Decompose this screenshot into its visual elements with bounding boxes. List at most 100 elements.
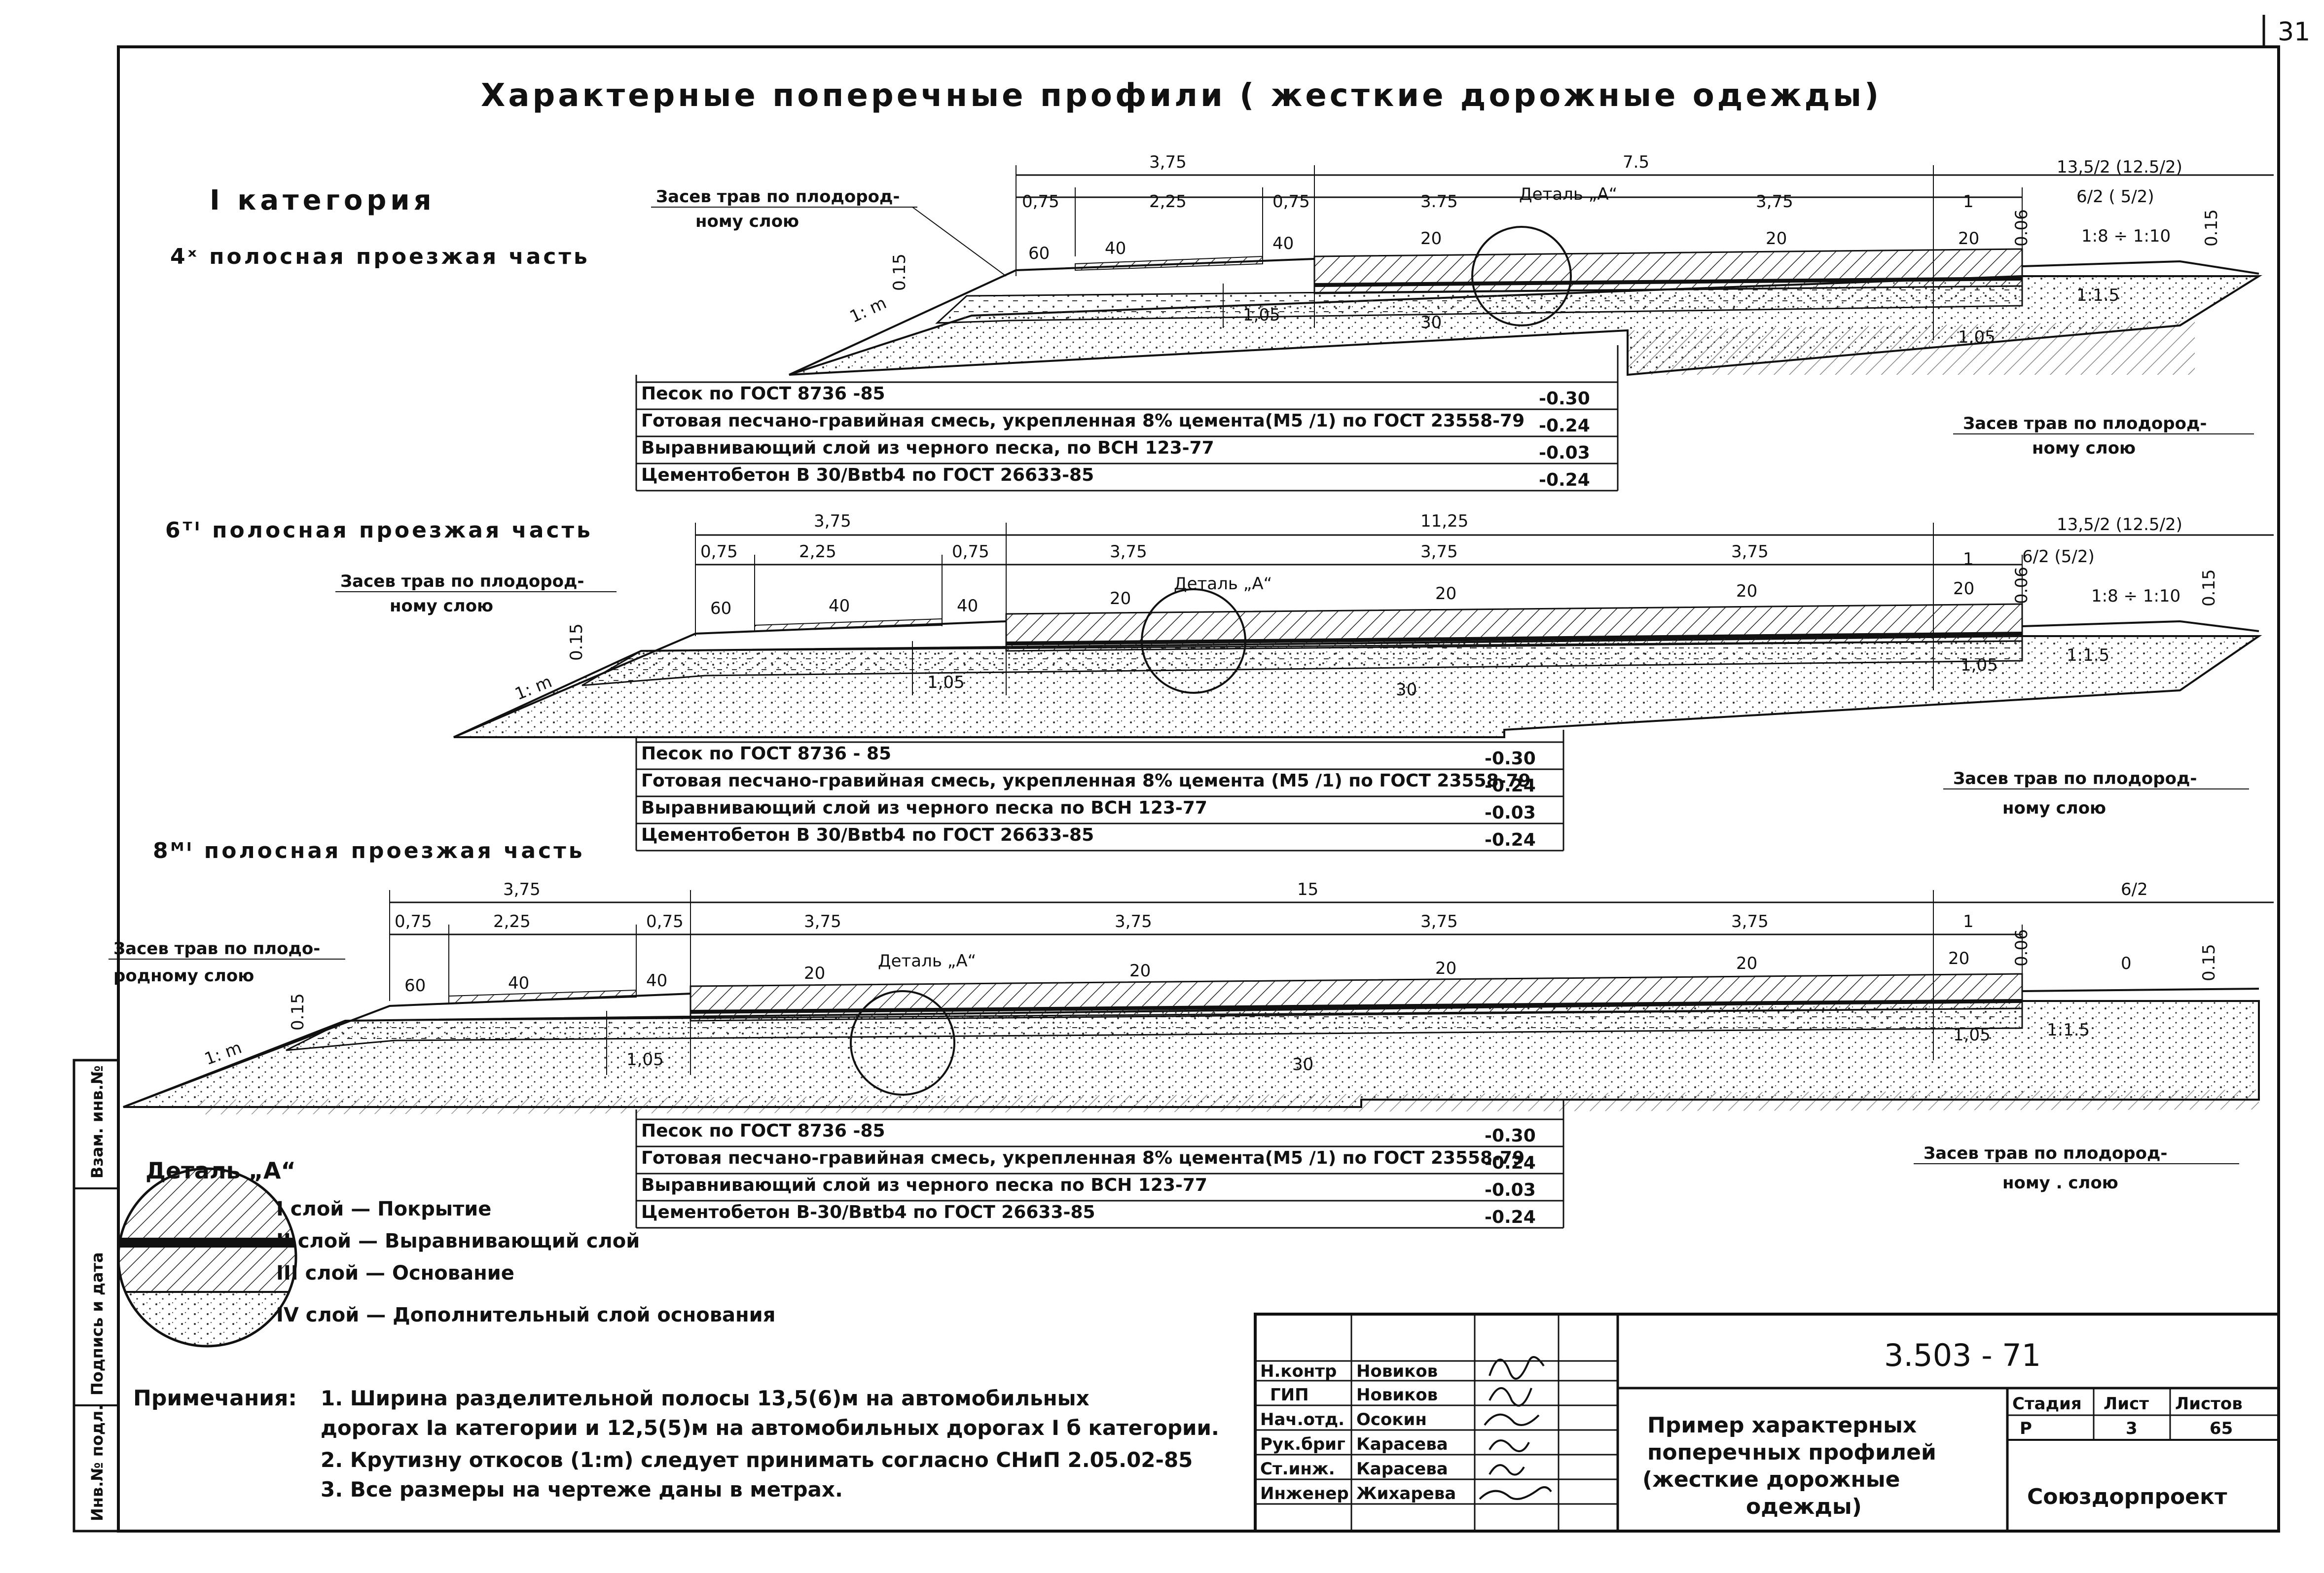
stamp-field: Инв.№ подл. <box>88 1405 107 1521</box>
dim-sub: 0,75 <box>646 912 684 931</box>
slope-label: 40 <box>508 973 529 993</box>
notes: Примечания: 1. Ширина разделительной пол… <box>133 1386 1219 1502</box>
depth-label: 1,05 <box>927 673 965 692</box>
sheet-frame <box>117 45 2280 1533</box>
layer-value: -0.24 <box>1539 470 1590 490</box>
title-block: Н.контр Новиков ГИП Новиков Нач.отд. Осо… <box>1254 1313 2280 1533</box>
leveling-layer <box>1006 632 2023 645</box>
detail-a-circle <box>850 990 955 1096</box>
dim-sub: 3,75 <box>1731 542 1769 562</box>
sheets-value: 65 <box>2210 1419 2233 1438</box>
sheet-value: 3 <box>2126 1419 2138 1438</box>
depth-label: 0.15 <box>2202 209 2221 247</box>
depth-label: 0.15 <box>890 253 909 291</box>
category-label: I категория <box>210 184 436 216</box>
slope-label: 20 <box>1110 589 1131 608</box>
layer-value: -0.30 <box>1485 749 1536 769</box>
sheet-title-line: (жесткие дорожные <box>1642 1467 1900 1492</box>
layer-name: Готовая песчано-гравийная смесь, укрепле… <box>641 411 1525 431</box>
slope-label: 40 <box>957 596 978 616</box>
layer-name: Выравнивающий слой из черного песка, по … <box>641 438 1214 458</box>
grass-note-left: ному слою <box>390 596 493 616</box>
sign-role: Н.контр <box>1260 1361 1337 1381</box>
slope-label: 20 <box>1435 959 1456 978</box>
slope-label: 20 <box>1766 229 1787 249</box>
depth-label: 1,05 <box>626 1050 664 1070</box>
slope-label: 20 <box>1736 954 1757 973</box>
signature-scribble <box>1484 1413 1540 1426</box>
sheet-header: Лист <box>2104 1394 2149 1414</box>
stage-header: Стадия <box>2012 1394 2082 1414</box>
dim-sub: 3.75 <box>1420 192 1458 212</box>
dim-top: 13,5/2 (12.5/2) <box>2057 157 2182 177</box>
dim-top: 7.5 <box>1623 152 1649 172</box>
sign-name: Новиков <box>1356 1361 1438 1381</box>
slope-label: 40 <box>1105 239 1126 258</box>
grass-note-right: ному . слою <box>2002 1173 2118 1193</box>
detail-layer: III слой — Основание <box>276 1262 514 1285</box>
grass-note-left: Засев трав по плодо- <box>113 939 320 959</box>
slope-label: 1:8 ÷ 1:10 <box>2081 226 2171 246</box>
grass-note-left: Засев трав по плодород- <box>340 572 584 591</box>
notes-label: Примечания: <box>133 1386 297 1411</box>
slope-label: 40 <box>829 596 850 616</box>
slope-label: 20 <box>1129 961 1151 981</box>
detail-a-circle <box>1471 226 1572 326</box>
dim-top: 13,5/2 (12.5/2) <box>2057 515 2182 535</box>
depth-label: 1,05 <box>1961 655 1998 675</box>
sheets-header: Листов <box>2175 1394 2243 1414</box>
stamp-field: Взам. инв.№ <box>88 1066 107 1179</box>
grass-note-left: Засев трав по плодород- <box>656 187 900 207</box>
detail-a-label: Деталь „А“ <box>1519 184 1617 204</box>
slope-label: 30 <box>1396 680 1417 700</box>
layer-value: -0.24 <box>1485 1207 1536 1227</box>
layer-value: -0.30 <box>1539 389 1590 409</box>
subgrade-hatch <box>1628 321 2195 375</box>
dim-sub: 1 <box>1963 549 1974 569</box>
sheet-number: 31 <box>2278 17 2310 47</box>
slope-label: 40 <box>1272 234 1294 253</box>
sign-role: Ст.инж. <box>1260 1459 1335 1479</box>
signature-scribble <box>1479 1486 1552 1500</box>
slope-label: 1:1.5 <box>2047 1020 2090 1040</box>
shoulder-right <box>2022 988 2259 992</box>
leveling-layer <box>1314 277 2023 287</box>
depth-label: 0.06 <box>2012 929 2032 966</box>
depth-label: 0.06 <box>2012 567 2032 604</box>
detail-a: Деталь „А“ I слой — Покрытие II слой — В… <box>117 1157 775 1348</box>
sheet-title-line: поперечных профилей <box>1647 1440 1936 1465</box>
dim-sub: 0,75 <box>1022 192 1059 212</box>
profile-heading: 8ᴹᴵ полосная проезжая часть <box>153 838 585 863</box>
slope-label: 20 <box>1953 579 1974 599</box>
sign-name: Карасева <box>1356 1459 1448 1479</box>
dim-top: 15 <box>1297 880 1318 899</box>
subgrade-hatch <box>197 1090 2259 1114</box>
side-stamp: Инв.№ подл. Подпись и дата Взам. инв.№ <box>73 1059 120 1533</box>
layer-name: Песок по ГОСТ 8736 -85 <box>641 1121 885 1141</box>
dim-sub: 0,75 <box>1272 192 1310 212</box>
sign-name: Карасева <box>1356 1434 1448 1454</box>
sign-role: Рук.бриг <box>1260 1434 1345 1454</box>
dim-sub: 3,75 <box>1420 542 1458 562</box>
grass-note-right: Засев трав по плодород- <box>1924 1144 2168 1163</box>
dim-sub: 3,75 <box>1420 912 1458 931</box>
note-item: 2. Крутизну откосов (1:m) следует приним… <box>321 1448 1193 1472</box>
profile-heading: 4ˣ полосная проезжая часть <box>170 244 590 269</box>
depth-label: 1,05 <box>1953 1025 1991 1045</box>
layer-name: Цементобетон В 30/Bвtb4 по ГОСТ 26633-85 <box>641 465 1094 485</box>
grass-note-right: Засев трав по плодород- <box>1963 414 2207 433</box>
signature-scribble <box>1489 1439 1530 1452</box>
sheet-title-line: Пример характерных <box>1647 1413 1917 1438</box>
slope-label: 1:1.5 <box>2076 286 2119 305</box>
layer-name: Цементобетон В 30/Bвtb4 по ГОСТ 26633-85 <box>641 825 1094 845</box>
profile-4-lane: 4ˣ полосная проезжая часть 3,75 7.5 13,5… <box>170 152 2274 492</box>
slope-label: 60 <box>710 599 731 618</box>
layer-value: -0.03 <box>1485 1180 1536 1200</box>
dim-sub: 3,75 <box>1115 912 1152 931</box>
layer-name: Цементобетон В-30/Bвtb4 по ГОСТ 26633-85 <box>641 1202 1095 1222</box>
depth-label: 1,05 <box>1243 305 1280 325</box>
slope-label: 1:1.5 <box>2067 645 2109 665</box>
dim-top: 11,25 <box>1420 511 1468 531</box>
sign-name: Осокин <box>1356 1410 1427 1430</box>
slope-label: 20 <box>1948 949 1969 968</box>
